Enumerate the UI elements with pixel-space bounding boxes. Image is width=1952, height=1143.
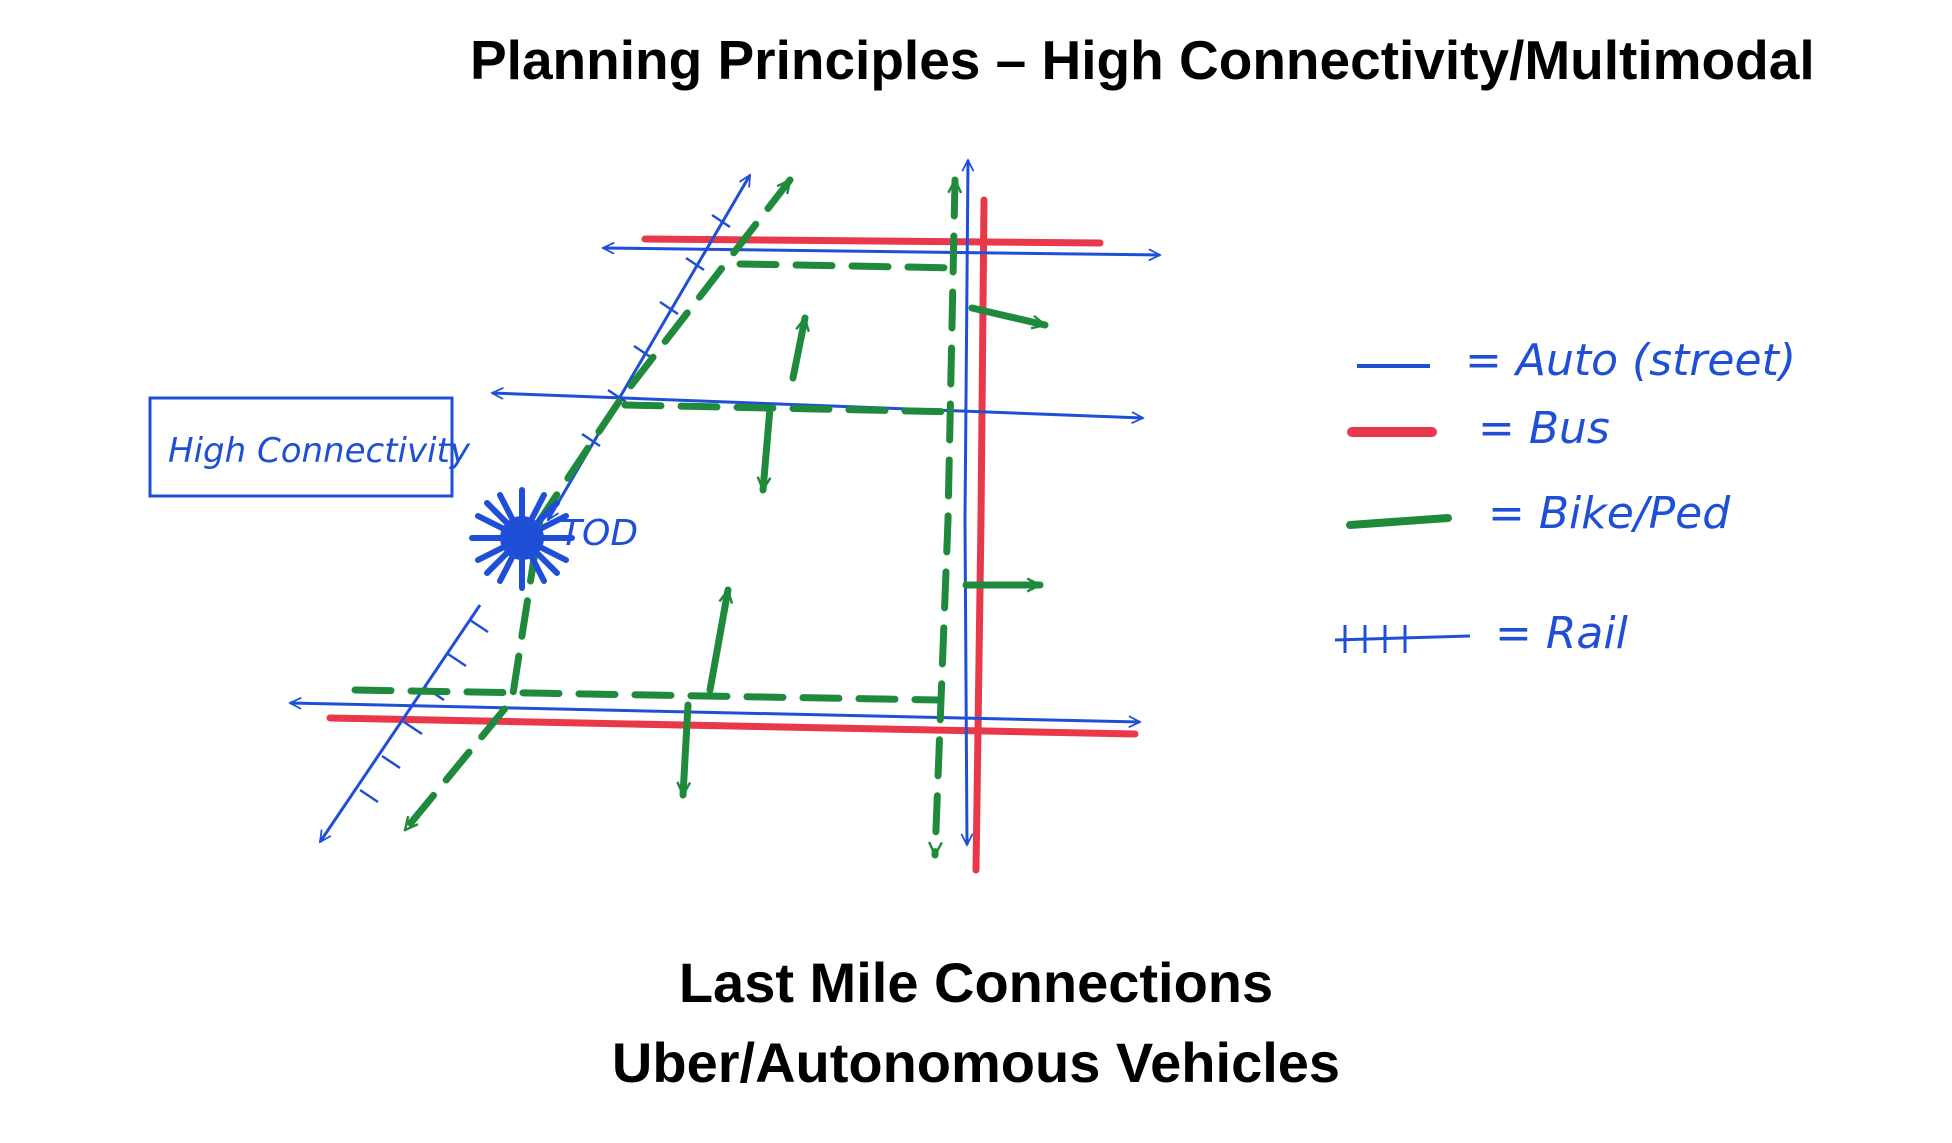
- street-top: [603, 248, 1160, 255]
- legend-item-bus: = Bus: [1347, 403, 1610, 454]
- bikeped-bottom: [351, 686, 944, 704]
- bikeped-vertical: [935, 176, 955, 859]
- legend-item-bike-ped: = Bike/Ped: [1346, 488, 1731, 539]
- tod-node: TOD: [469, 487, 638, 591]
- svg-text:= Bike/Ped: = Bike/Ped: [1488, 488, 1731, 539]
- auto-streets: [290, 160, 1160, 845]
- bike-ped-arrows: [683, 304, 1049, 799]
- slide-title: Planning Principles – High Connectivity/…: [470, 29, 1815, 91]
- legend-item-auto: = Auto (street): [1357, 335, 1796, 386]
- bikeped-middle: [621, 401, 964, 416]
- street-vertical: [965, 160, 968, 845]
- street-middle: [492, 393, 1143, 418]
- bikeped-top: [736, 260, 964, 272]
- svg-text:= Rail: = Rail: [1495, 608, 1629, 659]
- bus-line-vertical: [972, 196, 988, 874]
- bike-ped-network: [351, 176, 964, 859]
- svg-text:= Bus: = Bus: [1478, 403, 1610, 454]
- high-connectivity-label: High Connectivity: [168, 431, 471, 471]
- footer-line-2: Uber/Autonomous Vehicles: [611, 1031, 1341, 1094]
- high-connectivity-box: High Connectivity: [148, 396, 471, 498]
- bikeped-diagonal: [401, 176, 794, 834]
- legend-item-rail: = Rail: [1334, 608, 1629, 659]
- legend: = Auto (street) = Bus = Bike/Ped = Rail: [1334, 335, 1796, 659]
- tod-label: TOD: [560, 513, 638, 554]
- footer-line-1: Last Mile Connections: [678, 951, 1274, 1014]
- svg-text:= Auto (street): = Auto (street): [1465, 335, 1796, 386]
